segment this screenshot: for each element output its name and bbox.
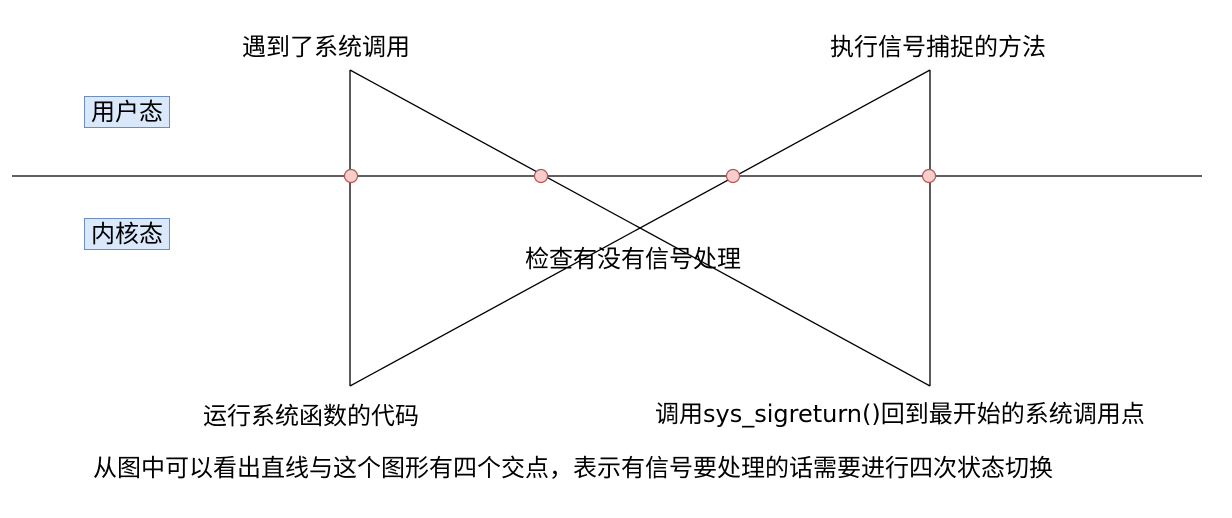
syscall-label: 遇到了系统调用 xyxy=(242,33,410,61)
caption: 从图中可以看出直线与这个图形有四个交点，表示有信号要处理的话需要进行四次状态切换 xyxy=(93,454,1053,482)
diagonal-up-edge xyxy=(349,69,931,387)
signal-handler-label: 执行信号捕捉的方法 xyxy=(830,33,1046,61)
intersection-node-2 xyxy=(533,168,549,184)
kernel-mode-label: 内核态 xyxy=(84,218,170,250)
run-system-code-label: 运行系统函数的代码 xyxy=(203,402,419,430)
intersection-node-4 xyxy=(921,168,937,184)
check-signal-label: 检查有没有信号处理 xyxy=(525,245,741,273)
sigreturn-label: 调用sys_sigreturn()回到最开始的系统调用点 xyxy=(655,400,1145,428)
user-mode-label: 用户态 xyxy=(84,96,170,128)
intersection-node-3 xyxy=(725,168,741,184)
intersection-node-1 xyxy=(343,168,359,184)
